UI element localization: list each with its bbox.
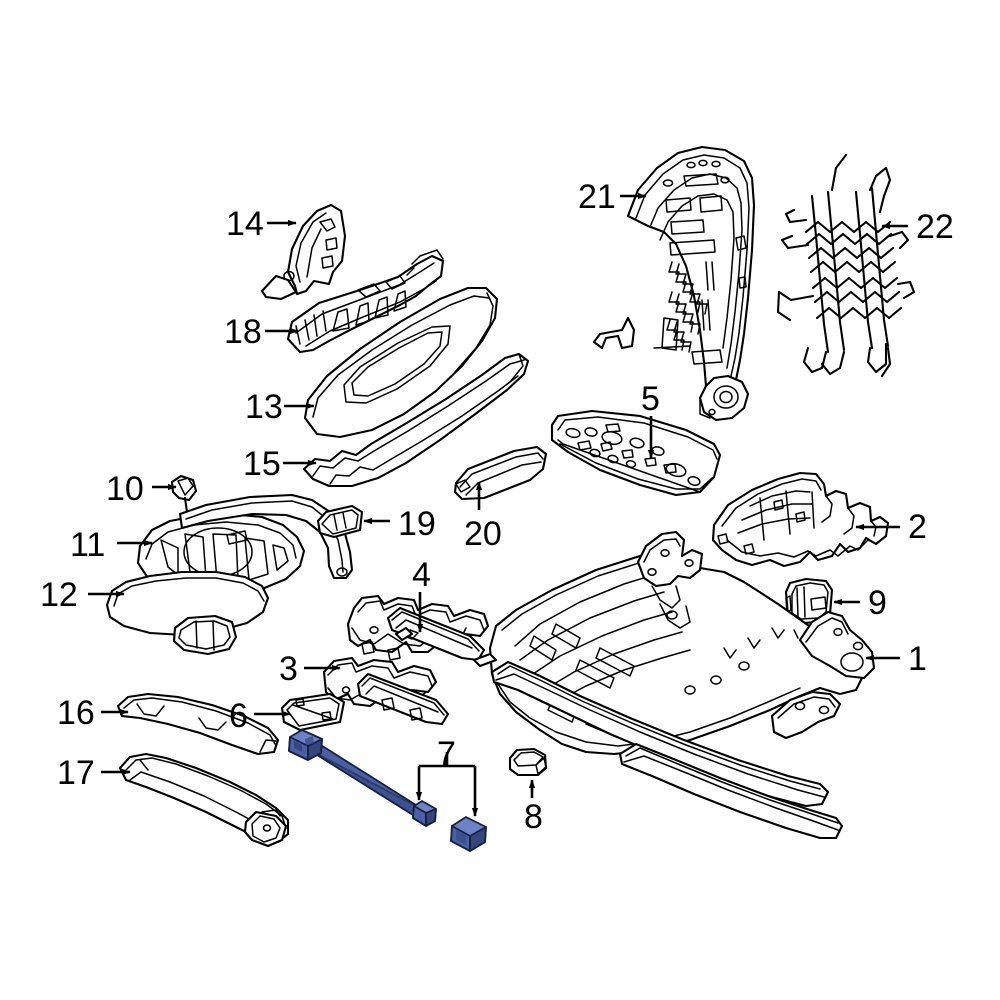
callout-label-2[interactable]: 2 [908, 508, 927, 546]
callout-label-5[interactable]: 5 [641, 380, 660, 418]
callout-label-16[interactable]: 16 [57, 694, 95, 732]
part-8-end-cap [508, 747, 548, 777]
part-16-outer-trim-cover [116, 692, 280, 756]
part-21-seat-back-frame [592, 145, 756, 422]
callout-label-1[interactable]: 1 [908, 640, 927, 678]
callout-label-7[interactable]: 7 [437, 735, 456, 773]
part-13-seat-side-trim-panel [303, 286, 499, 439]
callout-label-11[interactable]: 11 [70, 526, 106, 564]
callout-label-8[interactable]: 8 [524, 798, 543, 836]
part-3-bracket-left [322, 656, 450, 726]
callout-label-10[interactable]: 10 [106, 470, 144, 508]
callout-label-20[interactable]: 20 [464, 515, 502, 553]
part-1-seat-track-rail-assembly [472, 530, 876, 840]
part-19-small-clip-block [316, 504, 364, 539]
part-18-switch-bezel-panel [286, 249, 445, 354]
callout-label-21[interactable]: 21 [578, 178, 616, 216]
callout-label-3[interactable]: 3 [279, 650, 298, 688]
part-2-seat-pan-support-panel [711, 471, 890, 568]
part-5-perforated-support-panel [550, 409, 722, 497]
part-12-cylinder-actuator [105, 570, 270, 656]
part-10-wire-bracket [170, 474, 198, 514]
part-7-adjuster-rod-highlighted [288, 729, 487, 852]
callout-label-15[interactable]: 15 [243, 445, 281, 483]
callout-label-18[interactable]: 18 [224, 313, 262, 351]
callout-label-13[interactable]: 13 [245, 388, 283, 426]
part-14-seat-back-side-cover [260, 203, 347, 301]
callout-label-14[interactable]: 14 [226, 205, 264, 243]
callout-label-4[interactable]: 4 [412, 556, 431, 594]
part-17-lower-outer-cover [118, 752, 290, 848]
part-22-wire-spring-mat [776, 153, 916, 378]
callout-label-6[interactable]: 6 [229, 697, 248, 735]
callout-label-19[interactable]: 19 [398, 505, 436, 543]
part-4-cross-member-bracket [346, 594, 490, 662]
part-15-lower-side-trim [302, 352, 530, 488]
callout-label-17[interactable]: 17 [57, 754, 95, 792]
callout-leaders [88, 192, 908, 817]
part-20-rail-cover-strip [453, 445, 548, 501]
part-6-cover-plate [280, 692, 346, 732]
callout-label-12[interactable]: 12 [40, 576, 78, 614]
callout-label-9[interactable]: 9 [868, 584, 887, 622]
callout-label-22[interactable]: 22 [916, 208, 954, 246]
